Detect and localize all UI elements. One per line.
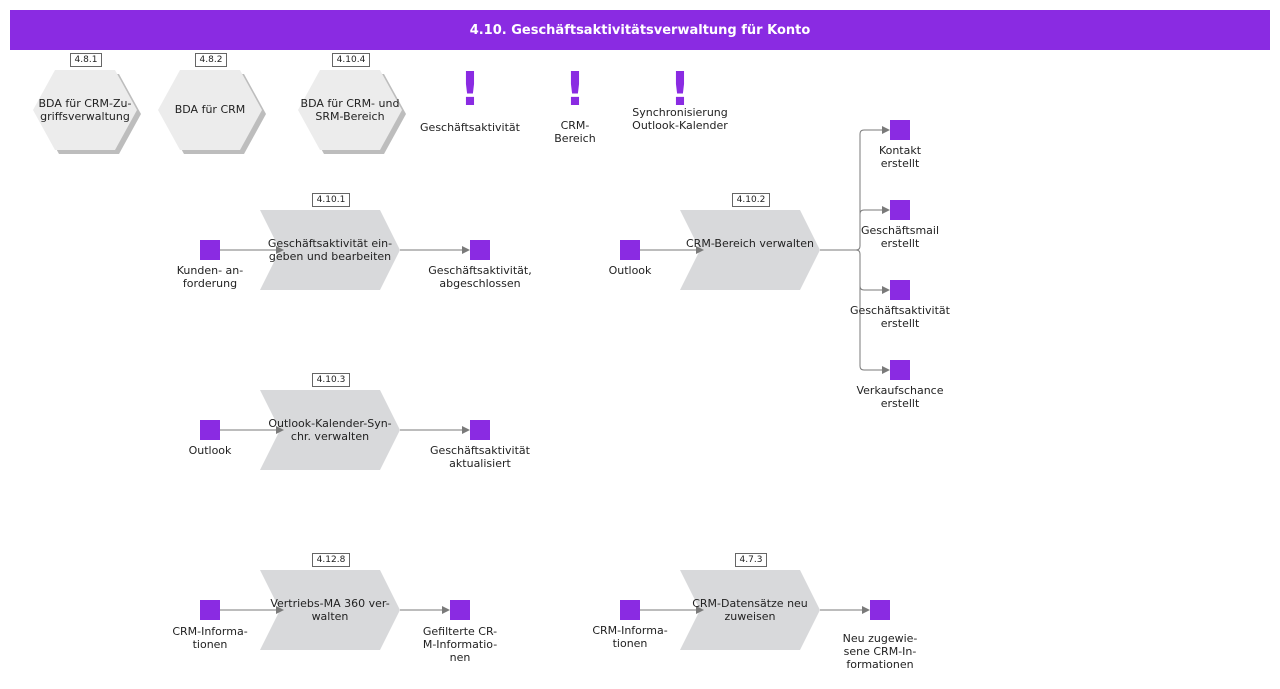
exclamation-icon: ! [564,62,586,116]
process-chevron [680,570,820,650]
event-node-label: Geschäftsaktivität aktualisiert [430,444,530,470]
diagram-title-bar: 4.10. Geschäftsaktivitätsverwaltung für … [10,10,1270,50]
reference-badge: 4.8.1 [70,53,102,67]
hexagon-label: BDA für CRM- und SRM-Bereich [300,97,400,123]
event-node[interactable] [470,420,490,440]
event-node[interactable] [870,600,890,620]
hexagon-shape [33,70,137,150]
event-node-label: Outlook [188,444,232,457]
exclamation-icon: ! [669,62,691,116]
hexagon-label: BDA für CRM-Zu- griffsverwaltung [38,97,132,123]
event-node[interactable] [200,240,220,260]
reference-badge: 4.10.2 [732,193,770,207]
event-label: CRM- Bereich [554,119,596,145]
event-node[interactable] [890,280,910,300]
hexagon-shape [298,70,402,150]
event-label: Geschäftsaktivität [420,121,520,134]
process-chevron [260,210,400,290]
flow-branch [859,206,890,215]
event-node-label: Kunden- an- forderung [176,264,244,290]
hexagon-label: BDA für CRM [174,103,246,116]
event-node[interactable] [620,600,640,620]
event-node[interactable] [890,360,910,380]
event-node[interactable] [450,600,470,620]
event-node[interactable] [200,600,220,620]
exclamation-icon: ! [459,62,481,116]
event-node-label: CRM-Informa- tionen [592,624,668,650]
process-label: Geschäftsaktivität ein- geben und bearbe… [267,237,393,263]
reference-badge: 4.8.2 [195,53,227,67]
event-node[interactable] [890,200,910,220]
process-label: CRM-Bereich verwalten [686,237,814,250]
reference-badge: 4.10.1 [312,193,350,207]
process-chevron [260,570,400,650]
event-node[interactable] [890,120,910,140]
hexagon-shape [158,70,262,150]
reference-badge: 4.10.3 [312,373,350,387]
event-node[interactable] [470,240,490,260]
event-node[interactable] [200,420,220,440]
process-chevron [680,210,820,290]
event-node-label: Geschäftsaktivität, abgeschlossen [428,264,532,290]
event-label: Synchronisierung Outlook-Kalender [632,106,728,132]
reference-badge: 4.7.3 [735,553,767,567]
diagram-title: 4.10. Geschäftsaktivitätsverwaltung für … [469,22,811,38]
flow-branch [859,285,890,294]
reference-badge: 4.12.8 [312,553,350,567]
event-node[interactable] [620,240,640,260]
flow-branch [855,126,890,251]
event-node-label: CRM-Informa- tionen [172,625,248,651]
event-node-label: Verkaufschance erstellt [856,384,944,410]
process-chevron [260,390,400,470]
event-node-label: Geschäftsmail erstellt [860,224,940,250]
event-node-label: Kontakt erstellt [878,144,922,170]
process-label: CRM-Datensätze neu zuweisen [692,597,808,623]
event-node-label: Neu zugewie- sene CRM-In- formationen [842,632,918,671]
event-node-label: Gefilterte CR- M-Informatio- nen [422,625,498,664]
event-node-label: Outlook [608,264,652,277]
event-node-label: Geschäftsaktivität erstellt [850,304,950,330]
process-label: Vertriebs-MA 360 ver- walten [270,597,390,623]
process-label: Outlook-Kalender-Syn- chr. verwalten [268,417,392,443]
reference-badge: 4.10.4 [332,53,370,67]
flow-branch [855,249,890,374]
